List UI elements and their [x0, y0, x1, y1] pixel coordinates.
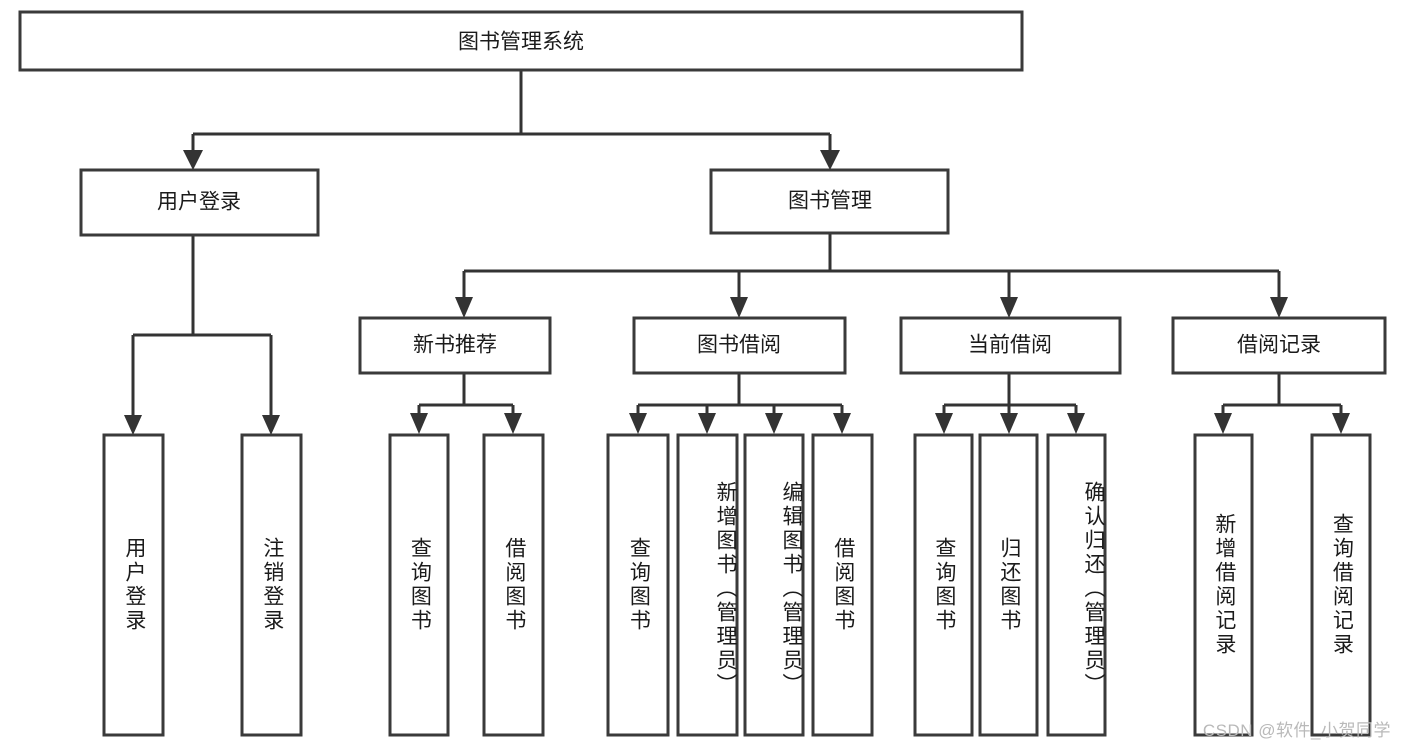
node-borrow-record[interactable]: 借阅记录 — [1171, 316, 1387, 375]
node-current-borrow-label: 当前借阅 — [968, 334, 1052, 357]
connector-group-new-book-recommend — [410, 373, 522, 434]
node-borrow-record-label: 借阅记录 — [1237, 334, 1321, 357]
arrow-head-leaf-query-book-1 — [410, 413, 428, 434]
node-borrow-record-box[interactable] — [1171, 316, 1387, 375]
arrow-head-leaf-edit-book — [765, 413, 783, 434]
leaf-return-book-box[interactable] — [978, 433, 1039, 737]
leaf-borrow-book-1-box[interactable] — [482, 433, 545, 737]
arrow-head-leaf-query-book-2 — [629, 413, 647, 434]
arrow-head-leaf-add-record — [1214, 413, 1232, 434]
arrow-head-leaf-return-book — [1000, 413, 1018, 434]
arrow-head-borrow-record — [1270, 297, 1288, 318]
leaf-user-login-box[interactable] — [102, 433, 165, 737]
arrow-head-leaf-borrow-book-1 — [504, 413, 522, 434]
arrow-head-leaf-query-record — [1332, 413, 1350, 434]
arrow-head-current-borrow — [1000, 297, 1018, 318]
leaf-confirm-return-box[interactable] — [1046, 433, 1107, 737]
leaf-query-record-box[interactable] — [1310, 433, 1372, 737]
node-root-box[interactable] — [18, 10, 1024, 72]
arrow-head-book-manage — [820, 150, 840, 170]
leaf-borrow-book-2-box[interactable] — [811, 433, 874, 737]
watermark-text: CSDN @软件_小贺同学 — [1202, 721, 1391, 740]
connector-group-borrow-record — [1214, 373, 1350, 434]
leaf-user-logout-box[interactable] — [240, 433, 303, 737]
node-book-borrow-box[interactable] — [632, 316, 847, 375]
node-current-borrow[interactable]: 当前借阅 — [899, 316, 1122, 375]
node-user-login-box[interactable] — [79, 168, 320, 237]
leaf-add-record-box[interactable] — [1193, 433, 1254, 737]
node-user-login-label: 用户登录 — [157, 191, 241, 214]
node-new-book-recommend-box[interactable] — [358, 316, 552, 375]
arrow-head-leaf-user-logout — [262, 415, 280, 435]
node-book-borrow[interactable]: 图书借阅 — [632, 316, 847, 375]
connector-group-book-borrow — [629, 373, 851, 434]
arrow-head-leaf-confirm-return — [1067, 413, 1085, 434]
arrow-head-book-borrow — [730, 297, 748, 318]
arrow-head-leaf-query-book-3 — [935, 413, 953, 434]
leaf-query-book-1-box[interactable] — [388, 433, 450, 737]
leaf-query-book-3-box[interactable] — [913, 433, 974, 737]
arrow-head-user-login — [183, 150, 203, 170]
node-root[interactable]: 图书管理系统 — [18, 10, 1024, 72]
leaf-box-group — [102, 433, 1372, 737]
arrow-head-leaf-borrow-book-2 — [833, 413, 851, 434]
arrow-head-leaf-user-login — [124, 415, 142, 435]
node-current-borrow-box[interactable] — [899, 316, 1122, 375]
node-book-manage-box[interactable] — [709, 168, 950, 235]
arrow-head-new-book-recommend — [455, 297, 473, 318]
connector-group-user-login — [124, 235, 280, 435]
leaf-edit-book-box[interactable] — [743, 433, 805, 737]
node-root-label: 图书管理系统 — [458, 31, 584, 54]
connector-group-root — [183, 70, 840, 170]
connector-group-current-borrow — [935, 373, 1085, 434]
leaf-query-book-2-box[interactable] — [606, 433, 670, 737]
node-user-login[interactable]: 用户登录 — [79, 168, 320, 237]
arrow-head-leaf-add-book — [698, 413, 716, 434]
node-new-book-recommend[interactable]: 新书推荐 — [358, 316, 552, 375]
node-new-book-recommend-label: 新书推荐 — [413, 334, 497, 357]
connector-group-book-manage — [455, 233, 1288, 318]
node-book-borrow-label: 图书借阅 — [697, 334, 781, 357]
node-book-manage-label: 图书管理 — [788, 190, 872, 213]
leaf-add-book-box[interactable] — [676, 433, 739, 737]
node-book-manage[interactable]: 图书管理 — [709, 168, 950, 235]
